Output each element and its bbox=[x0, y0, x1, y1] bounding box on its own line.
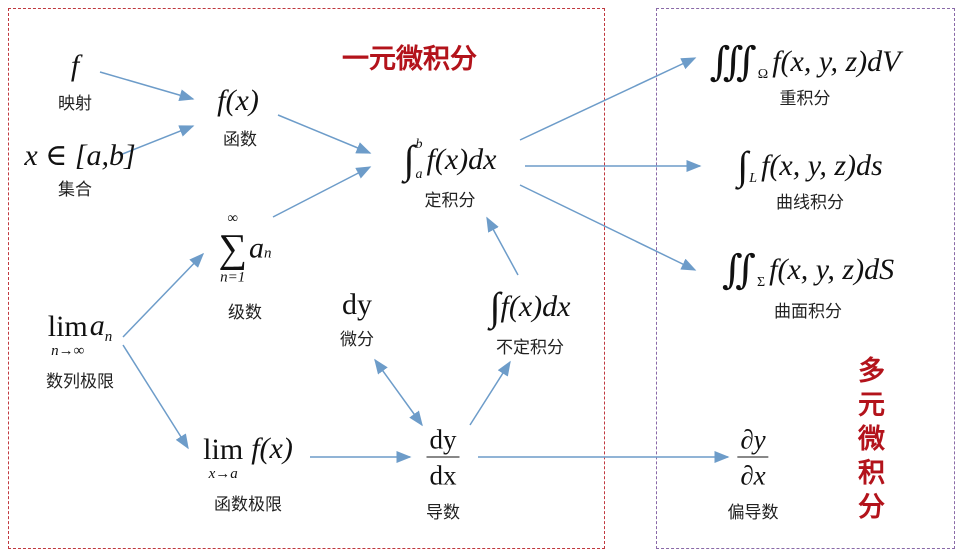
derivative-label: 导数 bbox=[426, 502, 460, 523]
indefinite-integral-label: 不定积分 bbox=[496, 337, 564, 358]
arrow-series-integral bbox=[272, 166, 372, 218]
function-formula: f(x) bbox=[217, 84, 259, 117]
arrow-integral-multiple bbox=[519, 57, 697, 141]
series-label: 级数 bbox=[228, 302, 262, 323]
mapping-label: 映射 bbox=[58, 93, 92, 114]
indefinite-integral-formula: ∫f(x)dx bbox=[489, 284, 571, 329]
partial-derivative-label: 偏导数 bbox=[727, 502, 779, 523]
arrow-function-integral bbox=[277, 114, 372, 154]
sequence-limit-label: 数列极限 bbox=[46, 371, 114, 392]
differential-formula: dy bbox=[342, 288, 372, 321]
single-variable-region bbox=[8, 8, 605, 549]
multi-variable-title: 多元微积分 bbox=[858, 356, 885, 523]
arrow-set-function bbox=[119, 125, 195, 156]
line-integral-label: 曲线积分 bbox=[776, 192, 844, 213]
arrow-mapping-function bbox=[99, 71, 195, 101]
multiple-integral-label: 重积分 bbox=[779, 88, 831, 109]
set-formula: x ∈ [a,b] bbox=[24, 139, 136, 172]
arrow-derivative-indefinite bbox=[469, 360, 511, 426]
function-limit-label: 函数极限 bbox=[214, 494, 282, 515]
surface-integral-label: 曲面积分 bbox=[774, 301, 842, 322]
arrow-seqlimit-funclimit bbox=[122, 344, 189, 450]
arrow-integral-surface bbox=[519, 184, 697, 271]
arrow-indefinite-definite bbox=[486, 216, 519, 276]
differential-label: 微分 bbox=[340, 329, 374, 350]
set-label: 集合 bbox=[58, 179, 92, 200]
arrow-seqlimit-series bbox=[122, 252, 205, 338]
single-variable-title: 一元微积分 bbox=[342, 44, 477, 75]
mapping-formula: f bbox=[70, 49, 80, 82]
function-label: 函数 bbox=[223, 129, 257, 150]
multi-variable-region bbox=[656, 8, 955, 549]
partial-derivative-formula: ∂y∂x bbox=[737, 426, 769, 490]
arrow-derivative-differential bbox=[374, 358, 423, 427]
definite-integral-label: 定积分 bbox=[424, 190, 476, 211]
